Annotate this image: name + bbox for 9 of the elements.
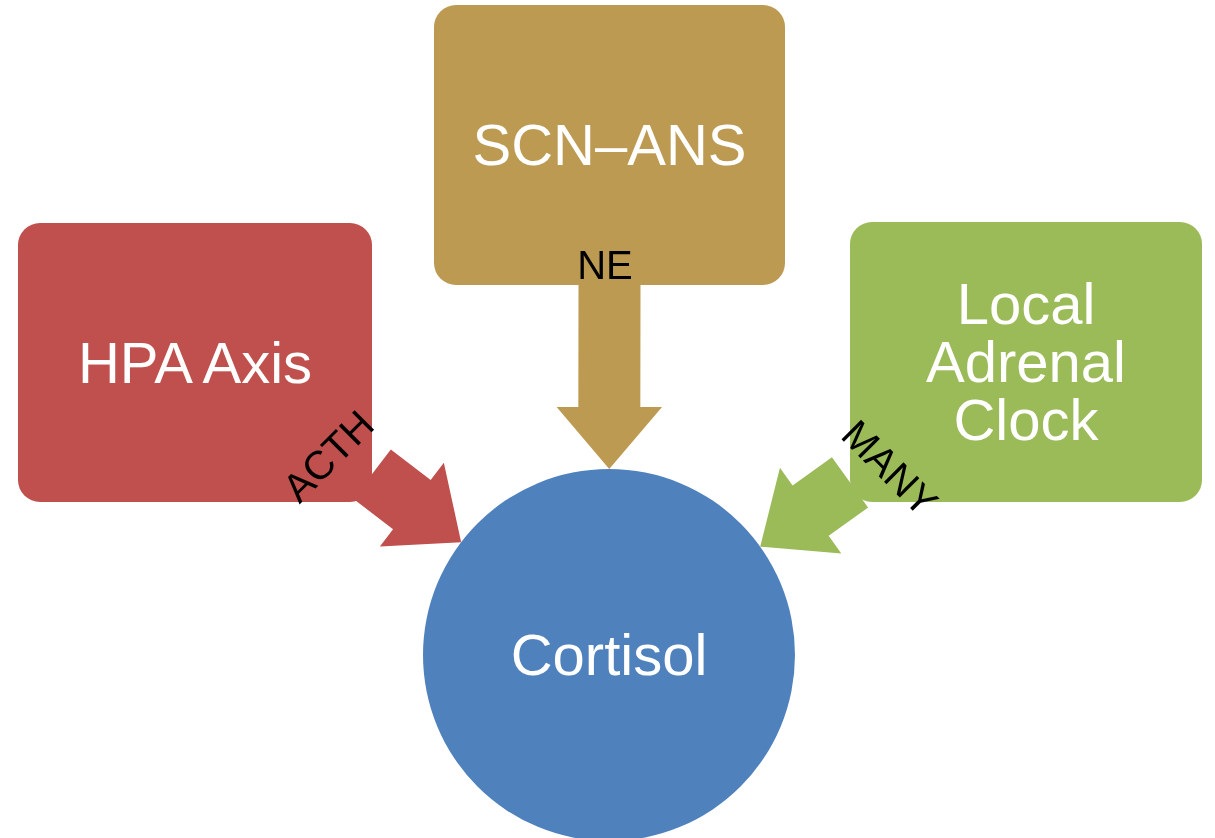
node-label: HPA Axis: [77, 333, 313, 392]
node-label: Local Adrenal Clock: [926, 275, 1127, 449]
node-label: SCN–ANS: [472, 116, 747, 174]
process-box: [434, 5, 785, 285]
node-label: Cortisol: [510, 626, 708, 684]
block-arrow: [353, 449, 462, 547]
edge-label: NE: [577, 245, 633, 285]
block-arrow: [760, 457, 869, 554]
block-arrow: [556, 284, 663, 469]
